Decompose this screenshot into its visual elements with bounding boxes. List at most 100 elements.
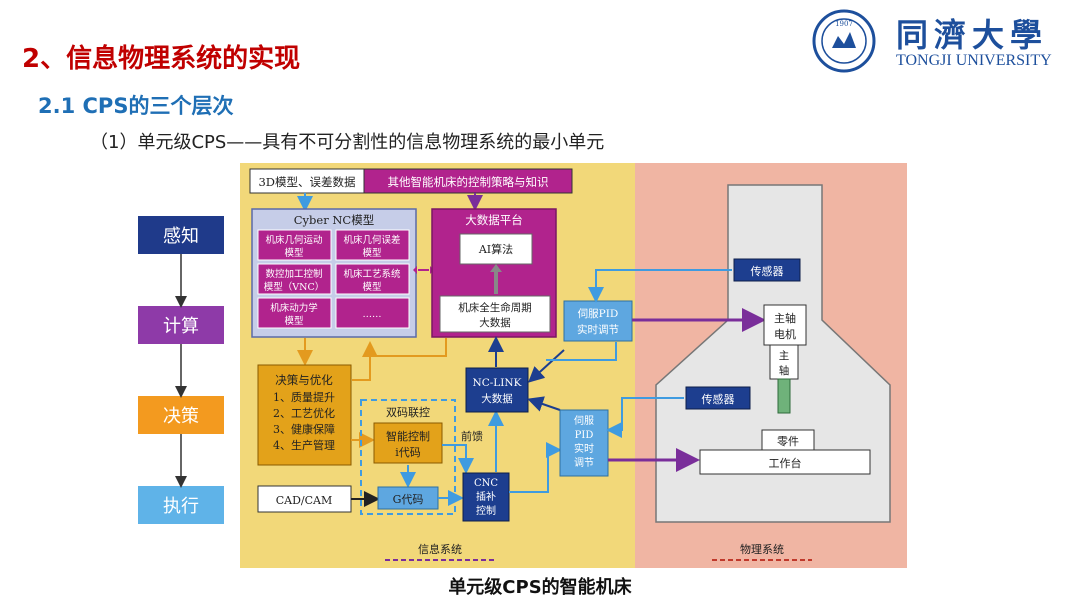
dual-code-title: 双码联控 <box>386 405 430 419</box>
decision-line: 3、健康保障 <box>273 422 335 436</box>
cyber-cell-line: 模型 <box>362 247 382 259</box>
nclink-line: NC-LINK <box>473 377 522 389</box>
ai-algorithm-label: AI算法 <box>478 242 513 256</box>
level-execute-label: 执行 <box>163 496 199 517</box>
decision-optimization-box <box>257 364 352 466</box>
cyber-cell-line: 机床几何运动 <box>265 234 322 246</box>
cyber-cell-line: …… <box>363 309 382 320</box>
nclink-box <box>465 367 529 413</box>
arrow-life-to-ai-head <box>490 264 502 272</box>
spindle-line: 主 <box>779 350 790 362</box>
cyber-cell <box>335 263 410 295</box>
arrow-servo2-to-nclink <box>527 396 561 412</box>
servo2-line: PID <box>575 430 594 441</box>
tongji-seal-icon: 1907 <box>812 9 876 73</box>
worktable-label: 工作台 <box>769 456 802 470</box>
page-title: 2、信息物理系统的实现 <box>22 44 301 74</box>
nclink-line: 大数据 <box>481 392 513 405</box>
servo1-line: 伺服PID <box>578 307 619 320</box>
cyber-cell-line: 机床动力学 <box>270 302 318 314</box>
lifecycle-line: 大数据 <box>479 316 511 329</box>
servo2-line: 伺服 <box>574 414 594 427</box>
part-label: 零件 <box>777 435 799 448</box>
cyber-cell <box>335 229 410 261</box>
spindle-motor-box <box>763 304 807 346</box>
cyber-cell <box>335 297 410 329</box>
intelligent-control-box <box>373 422 443 464</box>
line-to-bigdata <box>370 338 447 357</box>
cutting-tool <box>777 378 791 414</box>
servo1-line: 实时调节 <box>577 323 619 336</box>
ai-algorithm-box <box>459 233 533 265</box>
top-left-box <box>249 168 365 194</box>
dual-code-region <box>360 399 456 515</box>
sensor-bottom-label: 传感器 <box>702 393 735 406</box>
gcode-label: G代码 <box>393 493 424 506</box>
top-right-box-label: 其他智能机床的控制策略与知识 <box>388 175 549 189</box>
arrow-sensor-to-servo1 <box>588 269 732 303</box>
top-left-box-label: 3D模型、误差数据 <box>258 175 356 189</box>
decision-line: 4、生产管理 <box>273 438 335 452</box>
section-subtitle: 2.1 CPS的三个层次 <box>38 94 234 118</box>
subsection-heading: （1）单元级CPS——具有不可分割性的信息物理系统的最小单元 <box>90 132 605 153</box>
level-compute: 计算 <box>138 306 224 344</box>
icode-line: 智能控制 <box>386 429 430 443</box>
motor-line: 主轴 <box>774 311 796 325</box>
cnc-box <box>462 472 510 522</box>
cyber-cell-line: 模型 <box>362 281 382 293</box>
arrow-servo1-to-nclink <box>528 349 565 383</box>
cyber-cell-line: 机床工艺系统 <box>343 268 401 280</box>
level-decide: 决策 <box>138 396 224 434</box>
cadcam-label: CAD/CAM <box>276 494 333 507</box>
sensor-bottom <box>685 386 751 410</box>
decision-line: 2、工艺优化 <box>273 406 335 420</box>
arrow-cnc-to-servo2 <box>509 442 562 493</box>
level-arrows <box>175 254 187 488</box>
cyber-cell-line: 机床几何误差 <box>343 234 400 246</box>
cnc-line: 插补 <box>476 490 496 503</box>
top-right-box <box>363 168 573 194</box>
arrow-sensor-to-servo2 <box>606 397 684 438</box>
level-execute: 执行 <box>138 486 224 524</box>
decision-line: 1、质量提升 <box>273 391 335 404</box>
cyber-cell <box>257 229 332 261</box>
seal-year: 1907 <box>835 20 853 28</box>
sensor-top <box>733 258 801 282</box>
bigdata-title: 大数据平台 <box>465 213 523 227</box>
spindle-line: 轴 <box>779 364 790 377</box>
level-sense: 感知 <box>138 216 224 254</box>
cyber-cell <box>257 263 332 295</box>
servo2-line: 实时 <box>574 442 594 455</box>
lifecycle-line: 机床全生命周期 <box>458 301 532 314</box>
level-compute-label: 计算 <box>163 316 199 337</box>
cnc-line: 控制 <box>476 504 496 517</box>
servo-pid-box-2 <box>559 409 609 477</box>
logo-chinese-name: 同濟大學 <box>896 16 1049 54</box>
cnc-line: CNC <box>474 478 498 489</box>
line-servo1-loop <box>546 342 617 361</box>
cyber-cell <box>257 297 332 329</box>
logo-english-name: TONGJI UNIVERSITY <box>896 52 1052 69</box>
figure-caption: 单元级CPS的智能机床 <box>448 577 632 598</box>
lifecycle-data-box <box>439 295 551 333</box>
university-logo: 1907 同濟大學 TONGJI UNIVERSITY <box>808 8 1076 74</box>
icode-line: i代码 <box>395 446 421 459</box>
feedforward-label: 前馈 <box>461 429 483 443</box>
cyber-cell-line: 模型 <box>284 247 304 259</box>
motor-line: 电机 <box>774 327 796 341</box>
cyber-cell-line: 数控加工控制 <box>265 268 322 280</box>
servo2-line: 调节 <box>574 457 594 469</box>
decision-line: 决策与优化 <box>275 373 333 387</box>
sensor-top-label: 传感器 <box>751 265 784 278</box>
spindle-box <box>769 344 799 380</box>
physical-system-label: 物理系统 <box>740 542 784 556</box>
info-system-label: 信息系统 <box>418 542 462 556</box>
cyber-cell-line: 模型 <box>284 315 304 327</box>
arrow-icode-to-cnc <box>442 444 474 474</box>
cyber-nc-title: Cyber NC模型 <box>294 213 374 227</box>
worktable-box <box>699 449 871 475</box>
level-decide-label: 决策 <box>163 406 199 427</box>
cyber-cell-line: 模型（VNC） <box>264 281 324 293</box>
cadcam-box <box>257 485 352 513</box>
